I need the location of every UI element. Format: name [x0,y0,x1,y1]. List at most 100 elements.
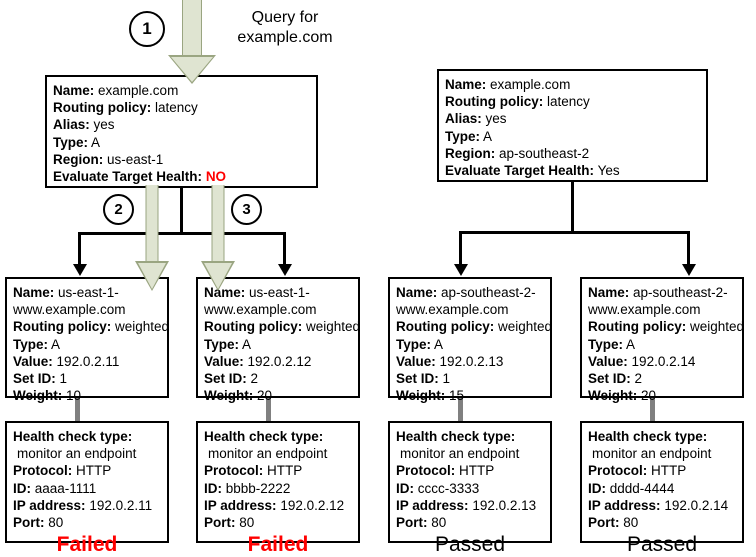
alias-type-row: Type: A [53,134,310,151]
hc-type-value: monitor an endpoint [208,446,328,462]
record-weight-value: 10 [66,388,82,404]
hc-protocol-row: Protocol: HTTP [588,462,736,479]
label-alias: Alias: [53,117,90,133]
record-weight-row: Weight: 15 [396,387,544,404]
label-evaluate-target-health: Evaluate Target Health: [53,169,203,185]
left-tree-bus [78,232,286,235]
flow-arrow-step-2 [132,185,172,293]
label-routing-policy: Routing policy: [53,100,152,116]
health-check-status-badge: Passed [434,533,506,557]
step-3-circle: 3 [231,194,262,225]
label-weight: Weight: [588,388,638,404]
record-name-value: ap-southeast-2- [633,285,728,300]
label-weight: Weight: [204,388,254,404]
label-ip-address: IP address: [204,497,277,513]
record-weight-value: 20 [641,388,657,404]
record-name-value-cont: www.example.com [13,302,126,318]
record-value-row: Value: 192.0.2.12 [204,353,352,370]
left-tree-branch-2 [283,232,286,265]
alias-name-row: Name: example.com [445,76,700,93]
health-check-status-badge: Failed [56,533,118,557]
hc-protocol-value: HTTP [651,463,687,479]
record-routing-value: weighted [498,319,553,335]
label-port: Port: [13,515,45,531]
gray-connector-4 [650,396,655,423]
alias-region-value: us-east-1 [107,151,164,167]
flow-arrow-step-1-head [171,57,213,82]
alias-record-box-us-east-1: Name: example.com Routing policy: latenc… [45,75,318,188]
label-id: ID: [588,480,606,496]
record-weight-row: Weight: 20 [588,387,736,404]
label-name: Name: [53,83,95,98]
alias-type-value: A [91,134,101,150]
hc-type-value: monitor an endpoint [17,446,137,462]
hc-type-row: Health check type: [396,428,544,445]
record-name-value-cont: www.example.com [588,302,701,318]
alias-record-box-ap-southeast-2: Name: example.com Routing policy: latenc… [437,69,708,182]
hc-type-value: monitor an endpoint [400,446,520,462]
record-type-value: A [242,336,252,352]
hc-ip-value: 192.0.2.11 [89,497,153,513]
weighted-record-box-4: Name: ap-southeast-2- www.example.com Ro… [580,277,744,403]
label-routing-policy: Routing policy: [204,319,303,335]
right-tree-arrowhead-2 [681,264,696,276]
record-routing-row: Routing policy: weighted [396,318,552,335]
record-routing-row: Routing policy: weighted [13,318,169,335]
label-name: Name: [588,285,630,300]
left-tree-branch-1 [78,232,81,265]
record-name-value: us-east-1- [249,285,310,300]
alias-eth-row: Evaluate Target Health: NO [53,168,310,185]
label-routing-policy: Routing policy: [396,319,495,335]
label-value: Value: [588,353,628,369]
step-1-number: 1 [142,19,152,38]
record-name-value: ap-southeast-2- [441,285,536,300]
left-tree-arrowhead-2 [277,264,292,276]
alias-eth-value: NO [205,169,227,185]
label-routing-policy: Routing policy: [588,319,687,335]
hc-protocol-row: Protocol: HTTP [13,462,161,479]
query-caption-line2: example.com [237,29,333,46]
step-3-number: 3 [242,201,251,218]
gray-connector-3 [458,396,463,423]
record-name-value-cont: www.example.com [204,302,317,318]
label-health-check-type: Health check type: [13,429,133,444]
step-1-circle: 1 [129,11,165,47]
label-name: Name: [13,285,55,300]
record-name-row: Name: ap-southeast-2- [588,284,736,301]
record-setid-value: 1 [59,371,68,387]
label-set-id: Set ID: [204,371,247,387]
alias-name-row: Name: example.com [53,82,310,99]
hc-type-value: monitor an endpoint [592,446,712,462]
hc-port-value: 80 [623,515,639,531]
hc-id-row: ID: aaaa-1111 [13,480,161,497]
label-value: Value: [396,353,436,369]
flow-arrow-step-2-shaft [145,185,159,263]
alias-routing-value: latency [155,100,198,116]
label-ip-address: IP address: [588,497,661,513]
record-name-row: Name: ap-southeast-2- [396,284,544,301]
hc-id-row: ID: dddd-4444 [588,480,736,497]
record-value-value: 192.0.2.14 [631,353,696,369]
step-2-number: 2 [114,201,123,218]
hc-id-value: aaaa-1111 [34,480,97,496]
label-ip-address: IP address: [13,497,86,513]
hc-ip-value: 192.0.2.12 [280,497,345,513]
label-port: Port: [204,515,236,531]
record-type-value: A [434,336,444,352]
flow-arrow-step-2-head [138,263,166,289]
hc-id-row: ID: cccc-3333 [396,480,544,497]
right-tree-branch-1 [459,231,462,265]
label-set-id: Set ID: [396,371,439,387]
label-type: Type: [588,336,624,352]
label-id: ID: [13,480,31,496]
record-setid-value: 2 [634,371,643,387]
label-type: Type: [445,128,481,144]
hc-id-value: bbbb-2222 [225,480,291,496]
alias-eth-row: Evaluate Target Health: Yes [445,162,700,179]
hc-port-value: 80 [239,515,255,531]
hc-ip-row: IP address: 192.0.2.14 [588,497,736,514]
label-routing-policy: Routing policy: [445,94,544,110]
hc-ip-row: IP address: 192.0.2.11 [13,497,161,514]
right-tree-branch-2 [687,231,690,265]
